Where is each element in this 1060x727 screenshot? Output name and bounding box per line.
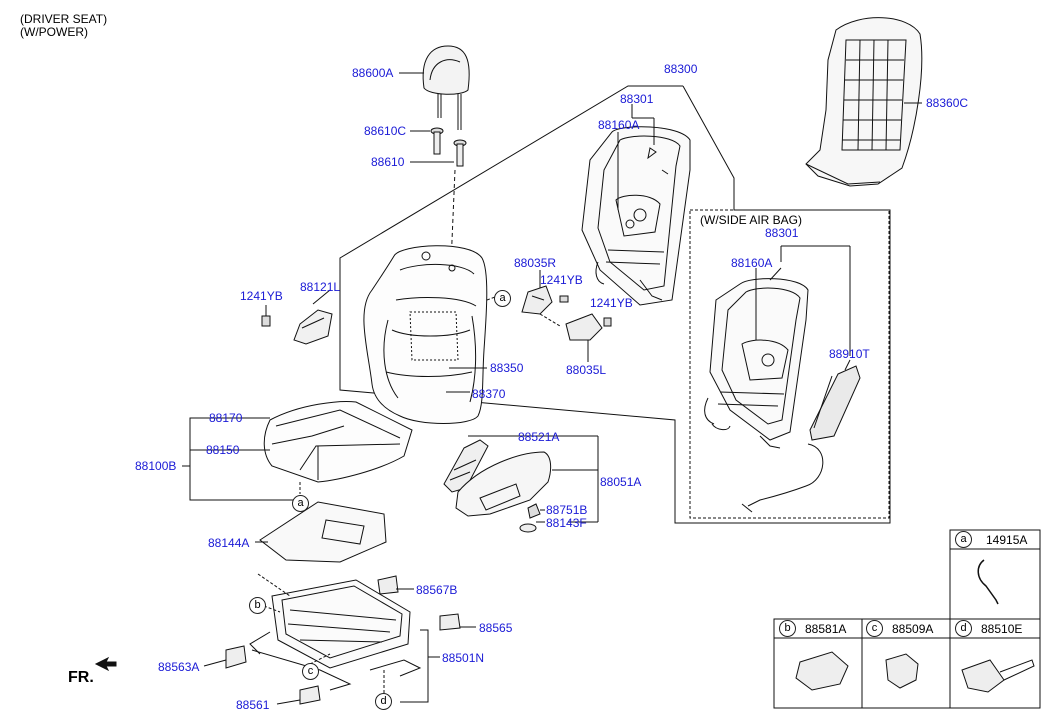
callout-a-lower: a	[292, 495, 309, 512]
label-88121L[interactable]: 88121L	[300, 280, 341, 294]
label-88170[interactable]: 88170	[209, 411, 243, 425]
label-88521A[interactable]: 88521A	[518, 430, 560, 444]
legend-d-part[interactable]: 88510E	[981, 622, 1023, 636]
label-88565[interactable]: 88565	[479, 621, 513, 635]
front-direction-label: FR.	[68, 669, 94, 686]
label-88300[interactable]: 88300	[664, 62, 698, 76]
headrest-drawing	[422, 45, 470, 130]
callout-b: b	[249, 597, 266, 614]
label-88501N[interactable]: 88501N	[442, 651, 485, 665]
label-88301-top[interactable]: 88301	[620, 92, 654, 106]
label-1241YB-mid[interactable]: 1241YB	[540, 273, 583, 287]
label-88160A-top[interactable]: 88160A	[598, 118, 640, 132]
label-88150[interactable]: 88150	[206, 443, 240, 457]
seat-back-frame-drawing	[581, 126, 691, 306]
label-88035L[interactable]: 88035L	[566, 363, 607, 377]
label-88301-box[interactable]: 88301	[765, 226, 799, 240]
headrest-guide-drawing	[430, 127, 467, 265]
legend-tables	[773, 529, 1041, 709]
seat-pad-88144A-drawing	[259, 501, 387, 563]
side-panel-88051A-drawing	[443, 439, 552, 533]
front-arrow-icon	[94, 656, 117, 672]
seat-cushion-drawing	[263, 401, 413, 483]
label-88051A[interactable]: 88051A	[600, 475, 642, 489]
legend-a-part[interactable]: 14915A	[986, 533, 1028, 547]
label-88563A[interactable]: 88563A	[158, 660, 200, 674]
label-88143F[interactable]: 88143F	[546, 516, 587, 530]
label-88610[interactable]: 88610	[371, 155, 405, 169]
legend-b-part[interactable]: 88581A	[805, 622, 847, 636]
label-1241YB-right[interactable]: 1241YB	[590, 296, 633, 310]
side-airbag-label: (W/SIDE AIR BAG)	[700, 213, 803, 227]
callout-c: c	[302, 663, 319, 680]
legend-c-part[interactable]: 88509A	[892, 622, 934, 636]
legend-b-letter: b	[779, 620, 796, 637]
label-88567B[interactable]: 88567B	[416, 583, 458, 597]
label-88100B[interactable]: 88100B	[135, 459, 177, 473]
label-88144A[interactable]: 88144A	[208, 536, 250, 550]
header-with-power: (W/POWER)	[20, 25, 88, 39]
seat-track-frame-drawing	[225, 575, 461, 705]
label-88610C[interactable]: 88610C	[364, 124, 407, 138]
header-driver-seat: (DRIVER SEAT)	[20, 12, 108, 26]
legend-d-letter: d	[955, 620, 972, 637]
back-panel-88360C-drawing	[805, 17, 923, 187]
label-1241YB-left[interactable]: 1241YB	[240, 289, 283, 303]
label-88561[interactable]: 88561	[236, 698, 270, 712]
callout-a-upper: a	[494, 290, 511, 307]
label-88910T[interactable]: 88910T	[829, 347, 870, 361]
label-88751B[interactable]: 88751B	[546, 503, 588, 517]
legend-a-letter: a	[955, 531, 972, 548]
label-88160A-box[interactable]: 88160A	[731, 256, 773, 270]
label-88600A[interactable]: 88600A	[352, 66, 394, 80]
label-88370[interactable]: 88370	[472, 387, 506, 401]
seat-back-cushion-drawing	[363, 245, 488, 424]
legend-c-letter: c	[866, 620, 883, 637]
callout-d: d	[375, 693, 392, 710]
label-88360C[interactable]: 88360C	[926, 96, 969, 110]
label-88035R[interactable]: 88035R	[514, 256, 557, 270]
side-cover-88121L-drawing	[261, 309, 333, 345]
brackets-88035-drawing	[521, 285, 612, 341]
seat-back-frame-airbag-drawing	[704, 278, 861, 513]
label-88350[interactable]: 88350	[490, 361, 524, 375]
